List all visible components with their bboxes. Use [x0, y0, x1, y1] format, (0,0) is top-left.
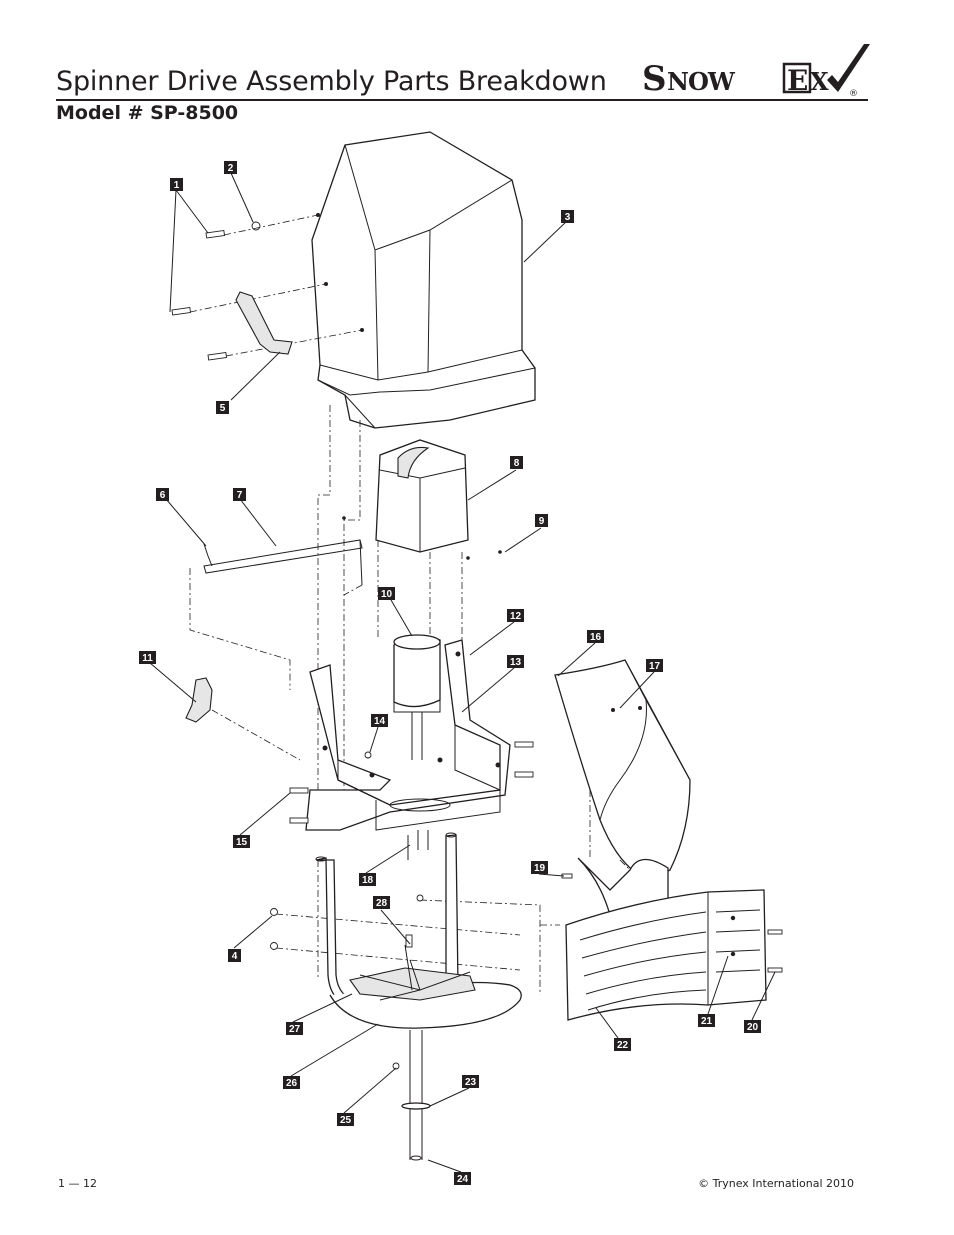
snowex-logo: S NOW E X ®: [642, 44, 870, 99]
svg-text:X: X: [810, 67, 829, 96]
page-subtitle: Model # SP-8500: [56, 102, 239, 124]
svg-text:4: 4: [232, 951, 238, 962]
callout-24: 24: [454, 1172, 471, 1185]
svg-text:20: 20: [747, 1022, 759, 1033]
svg-text:12: 12: [510, 611, 522, 622]
spinner-shaft: [392, 1030, 431, 1161]
svg-text:6: 6: [160, 490, 166, 501]
svg-text:9: 9: [539, 516, 545, 527]
svg-text:3: 3: [565, 212, 571, 223]
callout-13: 13: [507, 655, 524, 668]
callout-8: 8: [510, 456, 523, 469]
deflector: [561, 873, 783, 1021]
callout-2: 2: [224, 161, 237, 174]
callout-11: 11: [139, 651, 156, 664]
svg-text:NOW: NOW: [667, 67, 736, 96]
svg-text:2: 2: [228, 163, 234, 174]
small-hardware: [270, 751, 424, 950]
svg-text:10: 10: [381, 589, 393, 600]
svg-text:11: 11: [142, 653, 153, 664]
callout-6: 6: [156, 488, 169, 501]
callout-26: 26: [283, 1076, 300, 1089]
rod-and-pin: [203, 539, 363, 586]
callout-19: 19: [531, 861, 548, 874]
callout-15: 15: [233, 835, 250, 848]
svg-text:7: 7: [237, 490, 243, 501]
chute: [554, 659, 691, 881]
motor-cover: [342, 439, 502, 560]
callout-28: 28: [373, 896, 390, 909]
copyright-notice: © Trynex International 2010: [698, 1177, 854, 1190]
alignment-lines-upper: [189, 405, 463, 800]
svg-text:25: 25: [340, 1115, 352, 1126]
callout-16: 16: [587, 630, 604, 643]
svg-text:1: 1: [174, 180, 180, 191]
callout-17: 17: [646, 659, 663, 672]
svg-text:22: 22: [617, 1040, 629, 1051]
motor-mount: [289, 639, 534, 860]
callout-1: 1: [170, 178, 183, 191]
svg-text:E: E: [787, 64, 808, 97]
svg-text:28: 28: [376, 898, 388, 909]
handle: [235, 291, 293, 355]
callout-23: 23: [462, 1075, 479, 1088]
header-rule: [56, 99, 868, 101]
callout-25: 25: [337, 1113, 354, 1126]
svg-text:18: 18: [362, 875, 374, 886]
svg-text:27: 27: [289, 1024, 301, 1035]
callout-21: 21: [698, 1014, 715, 1027]
svg-text:5: 5: [220, 403, 226, 414]
callout-14: 14: [371, 714, 388, 727]
callout-12: 12: [507, 609, 524, 622]
page-number: 1 — 12: [58, 1177, 97, 1190]
svg-text:24: 24: [457, 1174, 469, 1185]
svg-text:16: 16: [590, 632, 602, 643]
callout-3: 3: [561, 210, 574, 223]
callout-18: 18: [359, 873, 376, 886]
svg-text:26: 26: [286, 1078, 298, 1089]
svg-text:®: ®: [849, 89, 858, 99]
svg-text:S: S: [642, 59, 666, 99]
callout-7: 7: [233, 488, 246, 501]
callout-9: 9: [535, 514, 548, 527]
spinner-disc: [349, 944, 476, 1001]
page-title: Spinner Drive Assembly Parts Breakdown: [56, 66, 607, 97]
svg-text:8: 8: [514, 458, 520, 469]
svg-text:15: 15: [236, 837, 248, 848]
side-plate: [185, 677, 301, 761]
hood-bolts: [171, 214, 363, 361]
motor: [393, 634, 441, 760]
svg-text:23: 23: [465, 1077, 477, 1088]
callout-22: 22: [614, 1038, 631, 1051]
svg-text:13: 13: [510, 657, 522, 668]
hood-cover: [311, 131, 536, 429]
callout-10: 10: [378, 587, 395, 600]
leader-lines: [149, 172, 776, 1173]
callout-20: 20: [744, 1020, 761, 1033]
svg-text:19: 19: [534, 863, 546, 874]
callout-5: 5: [216, 401, 229, 414]
callout-27: 27: [286, 1022, 303, 1035]
svg-text:21: 21: [701, 1016, 713, 1027]
svg-text:14: 14: [374, 716, 386, 727]
svg-text:17: 17: [649, 661, 661, 672]
callout-4: 4: [228, 949, 241, 962]
